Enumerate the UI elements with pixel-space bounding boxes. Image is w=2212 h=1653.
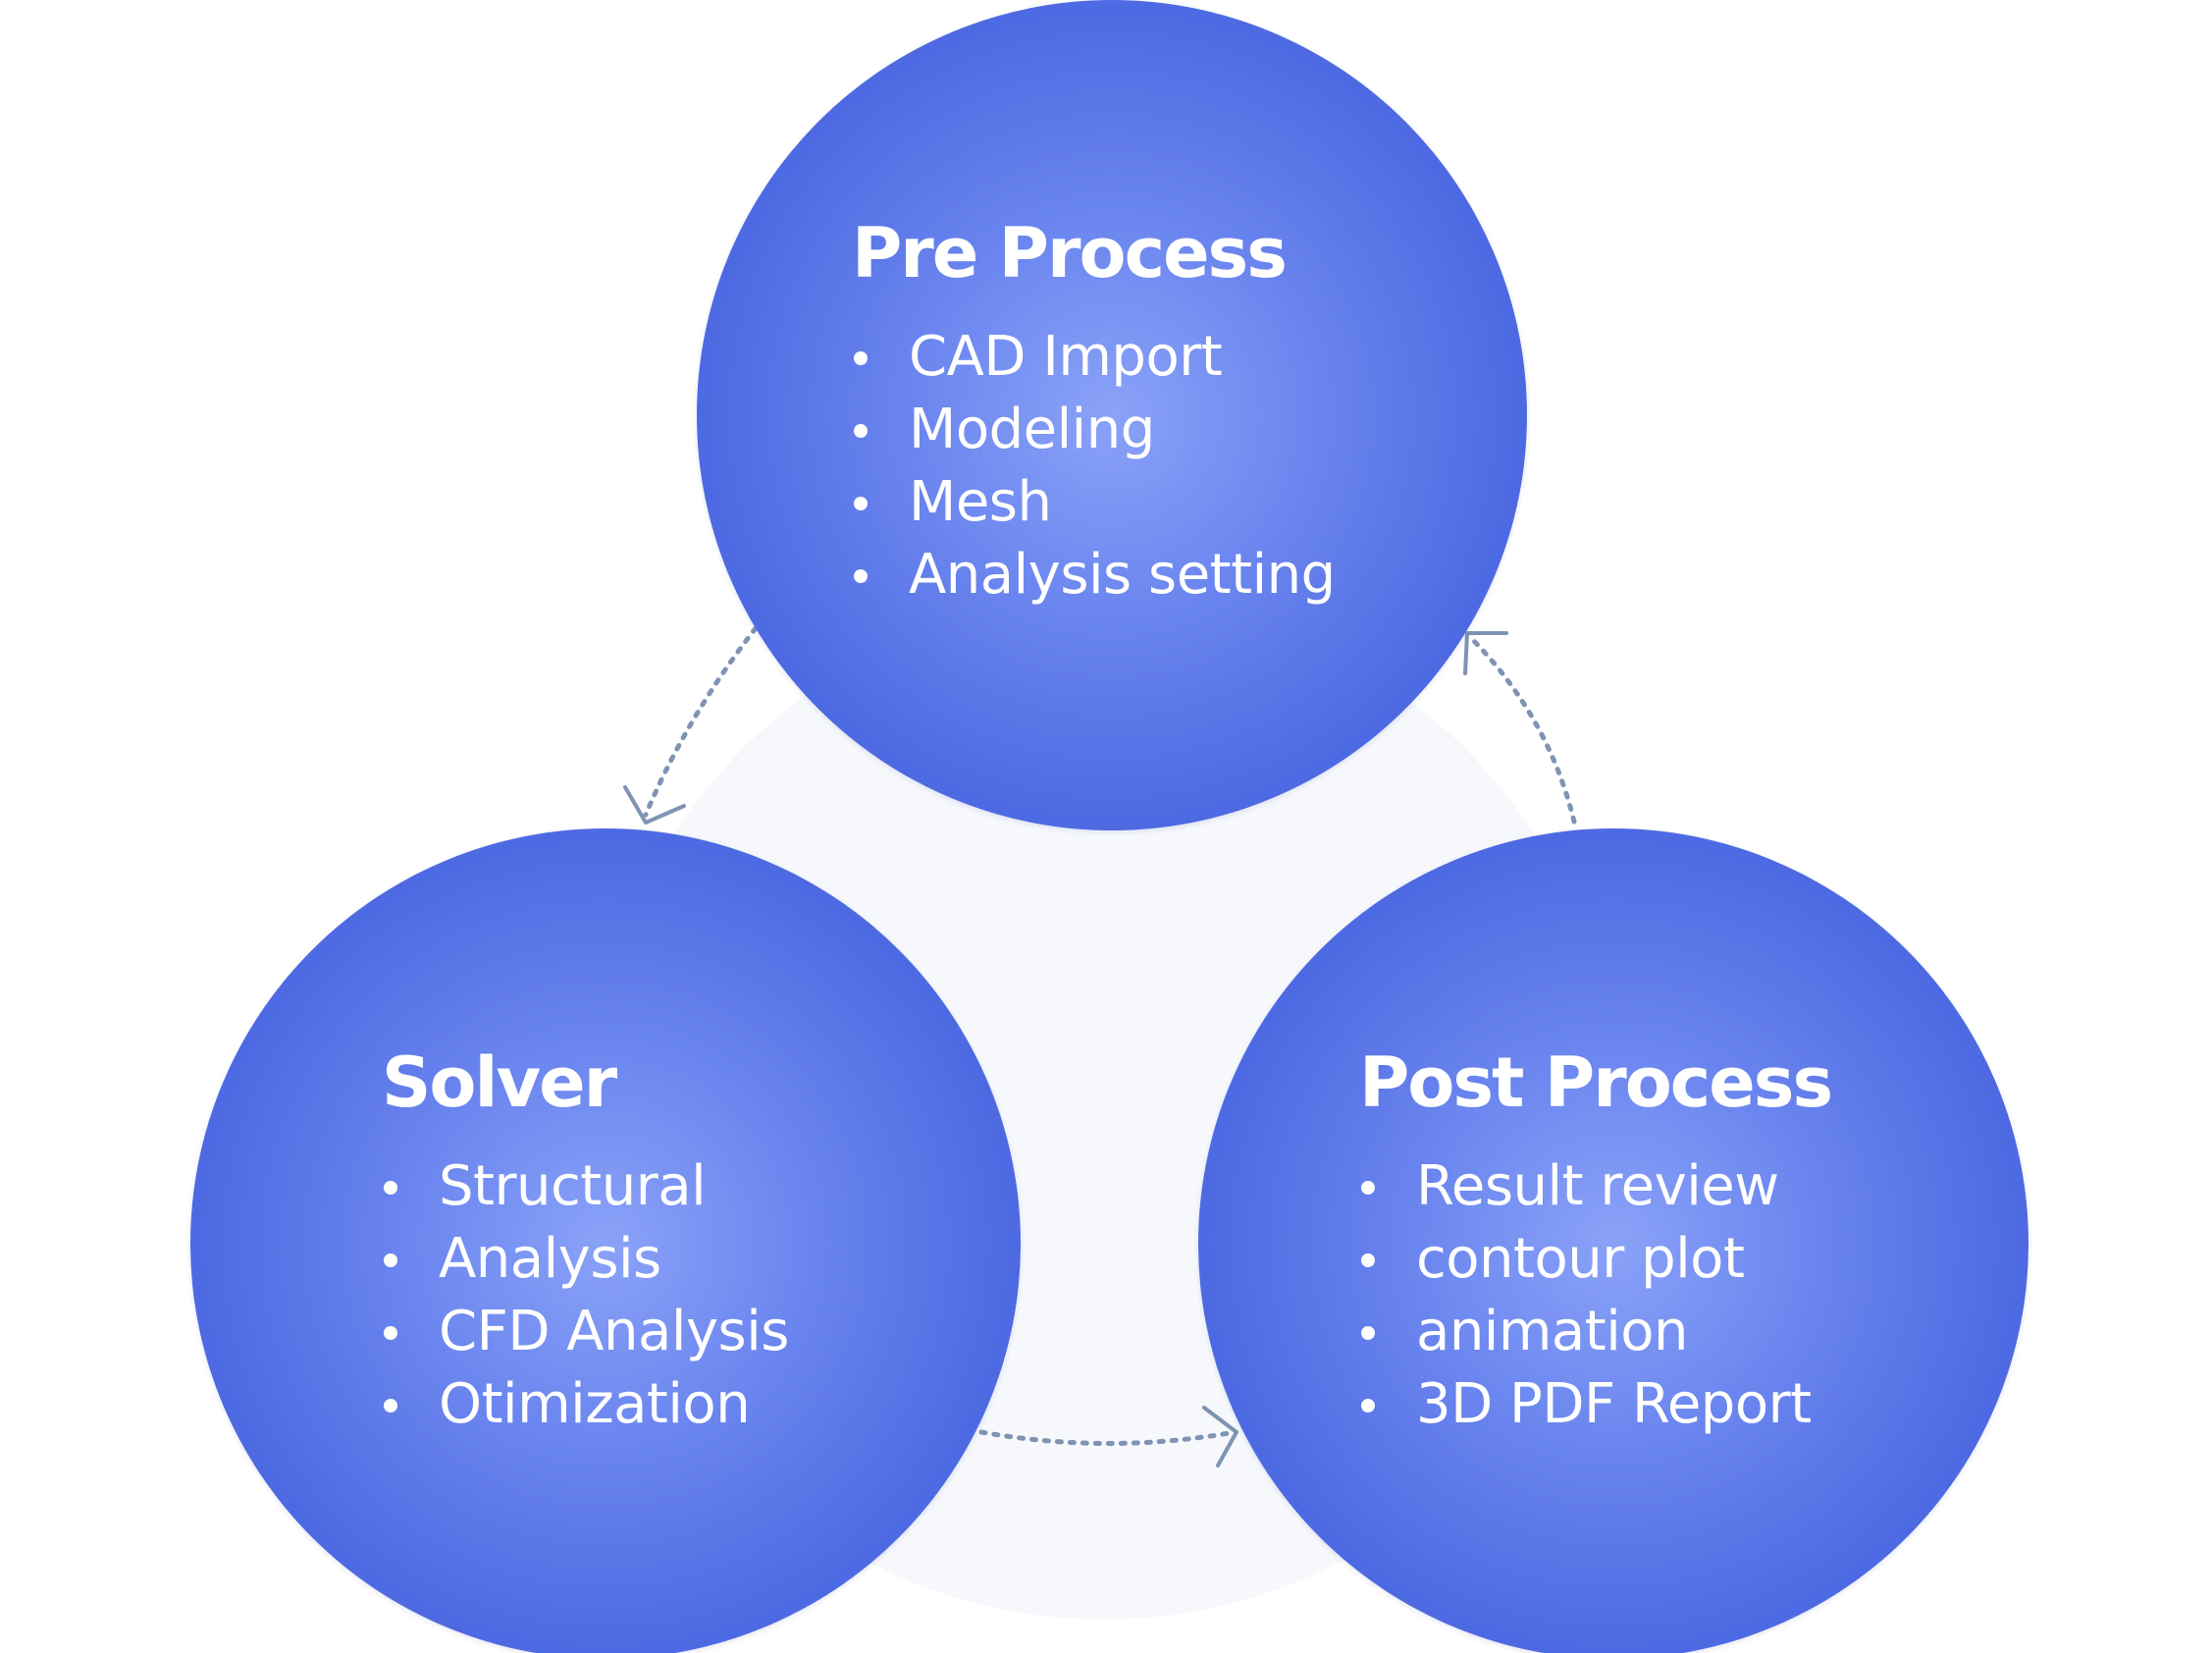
list-item-label: CFD Analysis xyxy=(439,1300,789,1363)
list-item: Modeling xyxy=(852,394,1336,466)
list-item: Analysis xyxy=(382,1223,789,1296)
solver-content: Solver Structural Analysis CFD Analysis … xyxy=(382,1048,789,1441)
list-item-label: Result review xyxy=(1416,1154,1779,1218)
list-item-label: CAD Import xyxy=(909,325,1223,389)
post-process-circle xyxy=(1198,828,2028,1653)
bullet-icon xyxy=(384,1326,397,1340)
list-item-label: Mesh xyxy=(909,470,1052,534)
pre-process-title: Pre Process xyxy=(852,213,1288,293)
pre-process-circle xyxy=(697,0,1527,830)
list-item-label: Analysis xyxy=(439,1227,661,1291)
post-process-title: Post Process xyxy=(1359,1042,1833,1123)
bullet-icon xyxy=(854,497,868,510)
bullet-icon xyxy=(384,1181,397,1195)
list-item-label: Analysis setting xyxy=(909,543,1336,607)
list-item: contour plot xyxy=(1359,1223,1831,1296)
flow-arrow-solver-to-post xyxy=(978,1429,1238,1446)
list-item-label: 3D PDF Report xyxy=(1416,1372,1812,1436)
pre-process-content: Pre Process CAD Import Modeling Mesh Ana… xyxy=(852,219,1336,612)
arrowhead-post-to-pre xyxy=(1463,631,1508,675)
list-item: 3D PDF Report xyxy=(1359,1368,1831,1441)
bullet-icon xyxy=(1361,1181,1375,1195)
bullet-icon xyxy=(384,1399,397,1413)
post-process-content: Post Process Result review contour plot … xyxy=(1359,1042,1833,1441)
list-item: Result review xyxy=(1359,1150,1831,1223)
bullet-icon xyxy=(854,569,868,583)
bullet-icon xyxy=(1361,1326,1375,1340)
list-item: Analysis setting xyxy=(852,539,1336,612)
arrowhead-solver-to-post xyxy=(1202,1406,1238,1467)
list-item: Structural xyxy=(382,1150,789,1223)
solver-list: Structural Analysis CFD Analysis Otimiza… xyxy=(382,1150,789,1441)
bullet-icon xyxy=(854,424,868,438)
flow-arrow-pre-to-solver xyxy=(643,625,759,818)
bullet-icon xyxy=(1361,1399,1375,1413)
list-item-label: animation xyxy=(1416,1300,1689,1363)
pre-process-list: CAD Import Modeling Mesh Analysis settin… xyxy=(852,321,1336,612)
bullet-icon xyxy=(854,351,868,365)
arrowhead-pre-to-solver xyxy=(623,785,686,825)
bullet-icon xyxy=(1361,1253,1375,1267)
list-item-label: Structural xyxy=(439,1154,707,1218)
list-item: Mesh xyxy=(852,466,1336,539)
list-item-label: contour plot xyxy=(1416,1227,1745,1291)
list-item-label: Modeling xyxy=(909,398,1155,461)
bullet-icon xyxy=(384,1253,397,1267)
list-item-label: Otimization xyxy=(439,1372,751,1436)
solver-circle xyxy=(190,828,1021,1653)
list-item: animation xyxy=(1359,1296,1831,1368)
solver-title: Solver xyxy=(382,1042,617,1123)
list-item: Otimization xyxy=(382,1368,789,1441)
list-item: CAD Import xyxy=(852,321,1336,394)
post-process-list: Result review contour plot animation 3D … xyxy=(1359,1150,1831,1441)
flow-arrow-post-to-pre xyxy=(1468,635,1577,825)
list-item: CFD Analysis xyxy=(382,1296,789,1368)
